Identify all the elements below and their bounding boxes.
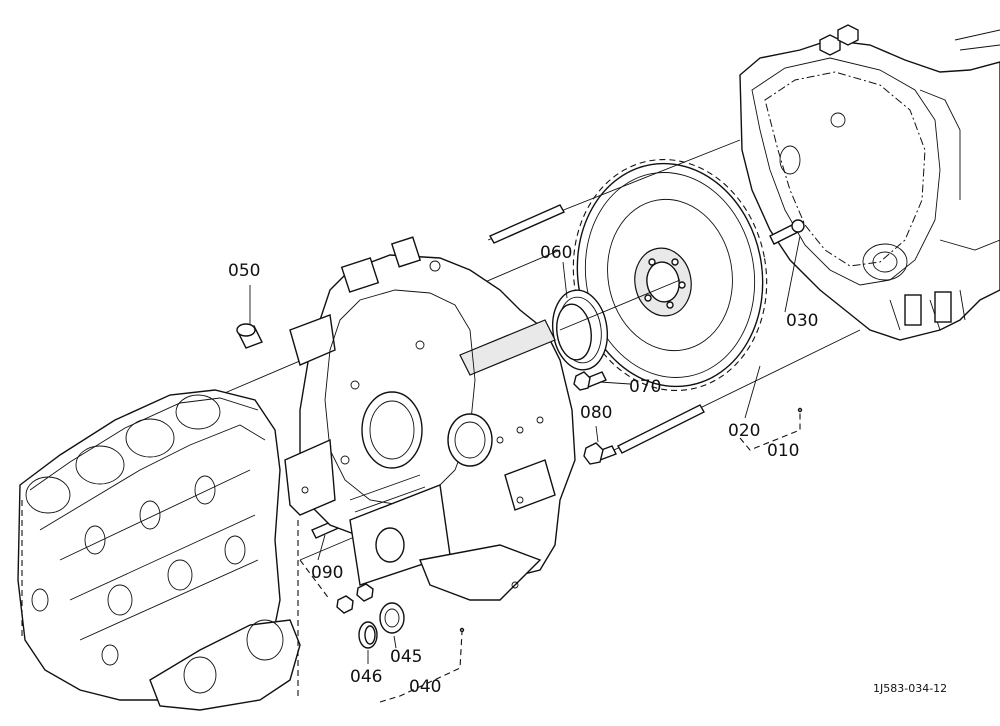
callout-010: 010 bbox=[767, 441, 799, 461]
callout-045: 045 bbox=[390, 647, 422, 667]
callout-020: 020 bbox=[728, 421, 760, 441]
flywheel-housing bbox=[284, 236, 576, 601]
callout-080: 080 bbox=[580, 403, 612, 423]
seal-kit bbox=[299, 559, 405, 649]
callout-labels: 050 060 070 080 030 020 010 090 045 046 … bbox=[228, 243, 947, 697]
flywheel bbox=[572, 159, 768, 391]
callout-060: 060 bbox=[540, 243, 572, 263]
alignment-lines bbox=[219, 139, 861, 561]
leader-lines bbox=[249, 235, 803, 703]
callout-030: 030 bbox=[786, 311, 818, 331]
transmission-housing bbox=[739, 24, 1000, 341]
callout-070: 070 bbox=[629, 377, 661, 397]
callout-046: 046 bbox=[350, 667, 382, 687]
bolts bbox=[573, 371, 617, 465]
plug bbox=[236, 323, 263, 349]
oil-seal bbox=[551, 289, 609, 371]
figure-code: 1J583-034-12 bbox=[873, 682, 947, 695]
callout-040: 040 bbox=[409, 677, 441, 697]
callout-050: 050 bbox=[228, 261, 260, 281]
cylinder-block bbox=[17, 389, 301, 711]
callout-090: 090 bbox=[311, 563, 343, 583]
